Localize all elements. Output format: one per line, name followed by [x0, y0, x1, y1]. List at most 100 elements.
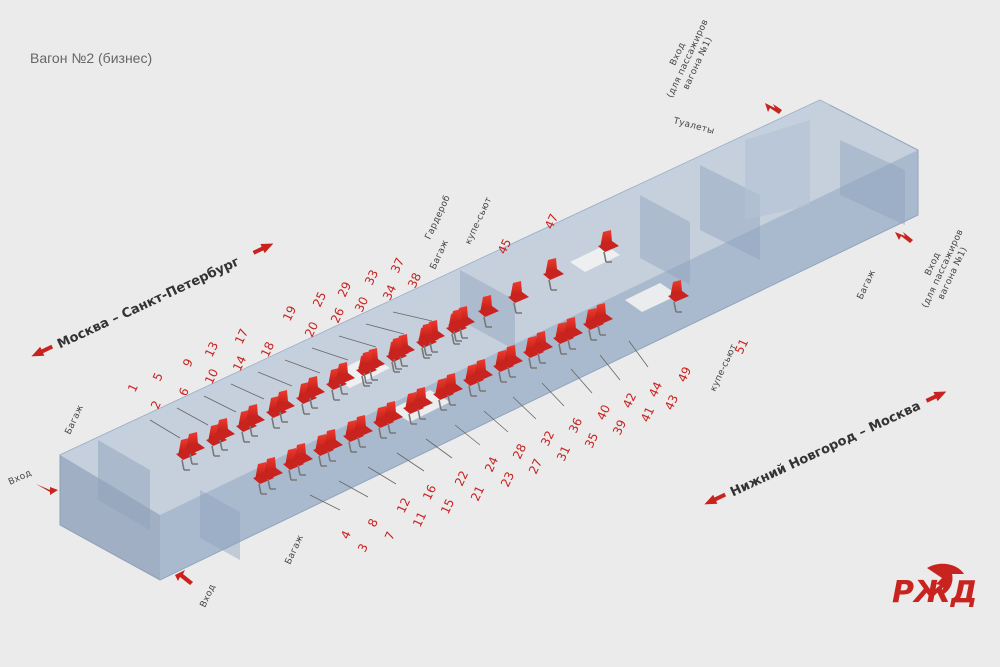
- seat-number: 26: [328, 306, 347, 326]
- seat-number: 14: [230, 354, 249, 374]
- seat-number: 42: [620, 391, 639, 411]
- seat-number: 25: [310, 290, 329, 310]
- rzd-logo-icon: РЖД: [892, 563, 977, 610]
- entrance-car1-right: Вход (для пассажиров вагона №1): [921, 228, 970, 310]
- route-right-label: Нижний Новгород – Москва: [728, 399, 923, 501]
- leader-line: [203, 395, 237, 413]
- leader-line: [311, 347, 349, 361]
- seat-number: 39: [610, 418, 629, 438]
- leader-line: [396, 452, 425, 472]
- seat-number: 3: [355, 541, 371, 554]
- toilets-label: Туалеты: [671, 116, 715, 137]
- seat-number: 23: [498, 470, 517, 490]
- leader-line: [365, 323, 405, 335]
- arrow-right-icon: [925, 391, 947, 403]
- entrance-car1-top: Вход (для пассажиров вагона №1): [666, 18, 715, 100]
- seat-number: 13: [202, 340, 221, 360]
- seat-number: 8: [365, 516, 381, 529]
- entrance-left-label: Вход: [7, 468, 33, 487]
- seat-number: 7: [382, 529, 398, 542]
- leader-line: [257, 371, 293, 387]
- leader-line: [628, 340, 649, 368]
- seat-number: 34: [380, 283, 399, 303]
- seat-number: 47: [542, 212, 561, 232]
- seat-number: 43: [662, 393, 681, 413]
- seat-number: 32: [538, 429, 557, 449]
- leader-line: [570, 368, 593, 394]
- arrow-right-icon: [252, 243, 274, 255]
- entrance-bottom-label: Вход: [199, 583, 218, 609]
- seat-number: 51: [732, 337, 751, 357]
- route-left: Москва – Санкт-Петербург: [31, 243, 274, 357]
- suite-top-label: купе-сьют: [464, 196, 495, 247]
- seat-number: 11: [410, 510, 429, 530]
- wardrobe-label: Гардероб: [424, 194, 453, 242]
- entrance-bottom-arrow-icon: [175, 570, 193, 585]
- arrow-left-icon: [704, 492, 727, 505]
- car-body: [59, 99, 919, 581]
- leader-line: [309, 494, 341, 511]
- seat-number: 49: [675, 365, 694, 385]
- seat-number: 20: [302, 320, 321, 340]
- svg-text:РЖД: РЖД: [892, 575, 977, 610]
- seat-number: 22: [452, 469, 471, 489]
- leader-line: [338, 480, 369, 498]
- entrance-car1-top-arrow-icon: [765, 103, 782, 114]
- leader-line: [367, 466, 397, 485]
- leader-line: [149, 419, 181, 439]
- seat-number: 45: [495, 237, 514, 257]
- leader-line: [541, 382, 565, 407]
- seat-number: 36: [566, 416, 585, 436]
- seat-number: 9: [180, 356, 196, 369]
- suite-bottom-label: купе-сьют: [709, 343, 740, 394]
- baggage-bottom-label: Багаж: [284, 533, 306, 566]
- seat-number: 37: [388, 256, 407, 276]
- seat-number: 27: [526, 457, 545, 477]
- leader-line: [512, 396, 537, 420]
- seat-number: 5: [150, 370, 166, 383]
- seat-number: 6: [176, 385, 192, 398]
- leader-line: [599, 354, 621, 381]
- seat-number: 31: [554, 444, 573, 464]
- leader-line: [483, 410, 509, 433]
- entrance-left-arrow-icon: [36, 484, 58, 495]
- seat-number: 12: [394, 496, 413, 516]
- seat-number: 40: [594, 403, 613, 423]
- seat-number: 10: [202, 367, 221, 387]
- entrance-car1-right-arrow-icon: [895, 232, 913, 243]
- seat-number: 15: [438, 497, 457, 517]
- leader-line: [392, 311, 433, 322]
- seat-number: 21: [468, 484, 487, 504]
- leader-line: [230, 383, 265, 400]
- leader-line: [425, 438, 453, 459]
- leader-line: [284, 359, 321, 374]
- leader-line: [338, 335, 377, 348]
- seat-number: 41: [638, 405, 657, 425]
- seat-number: 38: [405, 271, 424, 291]
- seat-number: 24: [482, 455, 501, 475]
- leader-lines: [149, 311, 649, 511]
- seat-number: 2: [148, 398, 164, 411]
- baggage-mid-label: Багаж: [429, 238, 451, 271]
- seat-number: 29: [335, 280, 354, 300]
- seat-number-labels: 1591317192529333726101418202630343848121…: [125, 212, 751, 555]
- page-title: Вагон №2 (бизнес): [30, 50, 153, 66]
- leader-line: [454, 424, 481, 446]
- leader-line: [176, 407, 209, 426]
- seat-number: 18: [258, 340, 277, 360]
- route-left-label: Москва – Санкт-Петербург: [55, 254, 242, 352]
- seat-number: 30: [352, 295, 371, 315]
- seat-number: 1: [125, 381, 141, 394]
- seat-number: 4: [338, 528, 354, 541]
- baggage-left-label: Багаж: [64, 403, 86, 436]
- seat-number: 17: [232, 327, 251, 347]
- seat-number: 16: [420, 483, 439, 503]
- seat-number: 19: [280, 304, 299, 324]
- route-right: Нижний Новгород – Москва: [704, 391, 947, 505]
- seat-number: 35: [582, 431, 601, 451]
- seat-number: 44: [646, 380, 665, 400]
- baggage-right-label: Багаж: [856, 268, 878, 301]
- seat-number: 28: [510, 442, 529, 462]
